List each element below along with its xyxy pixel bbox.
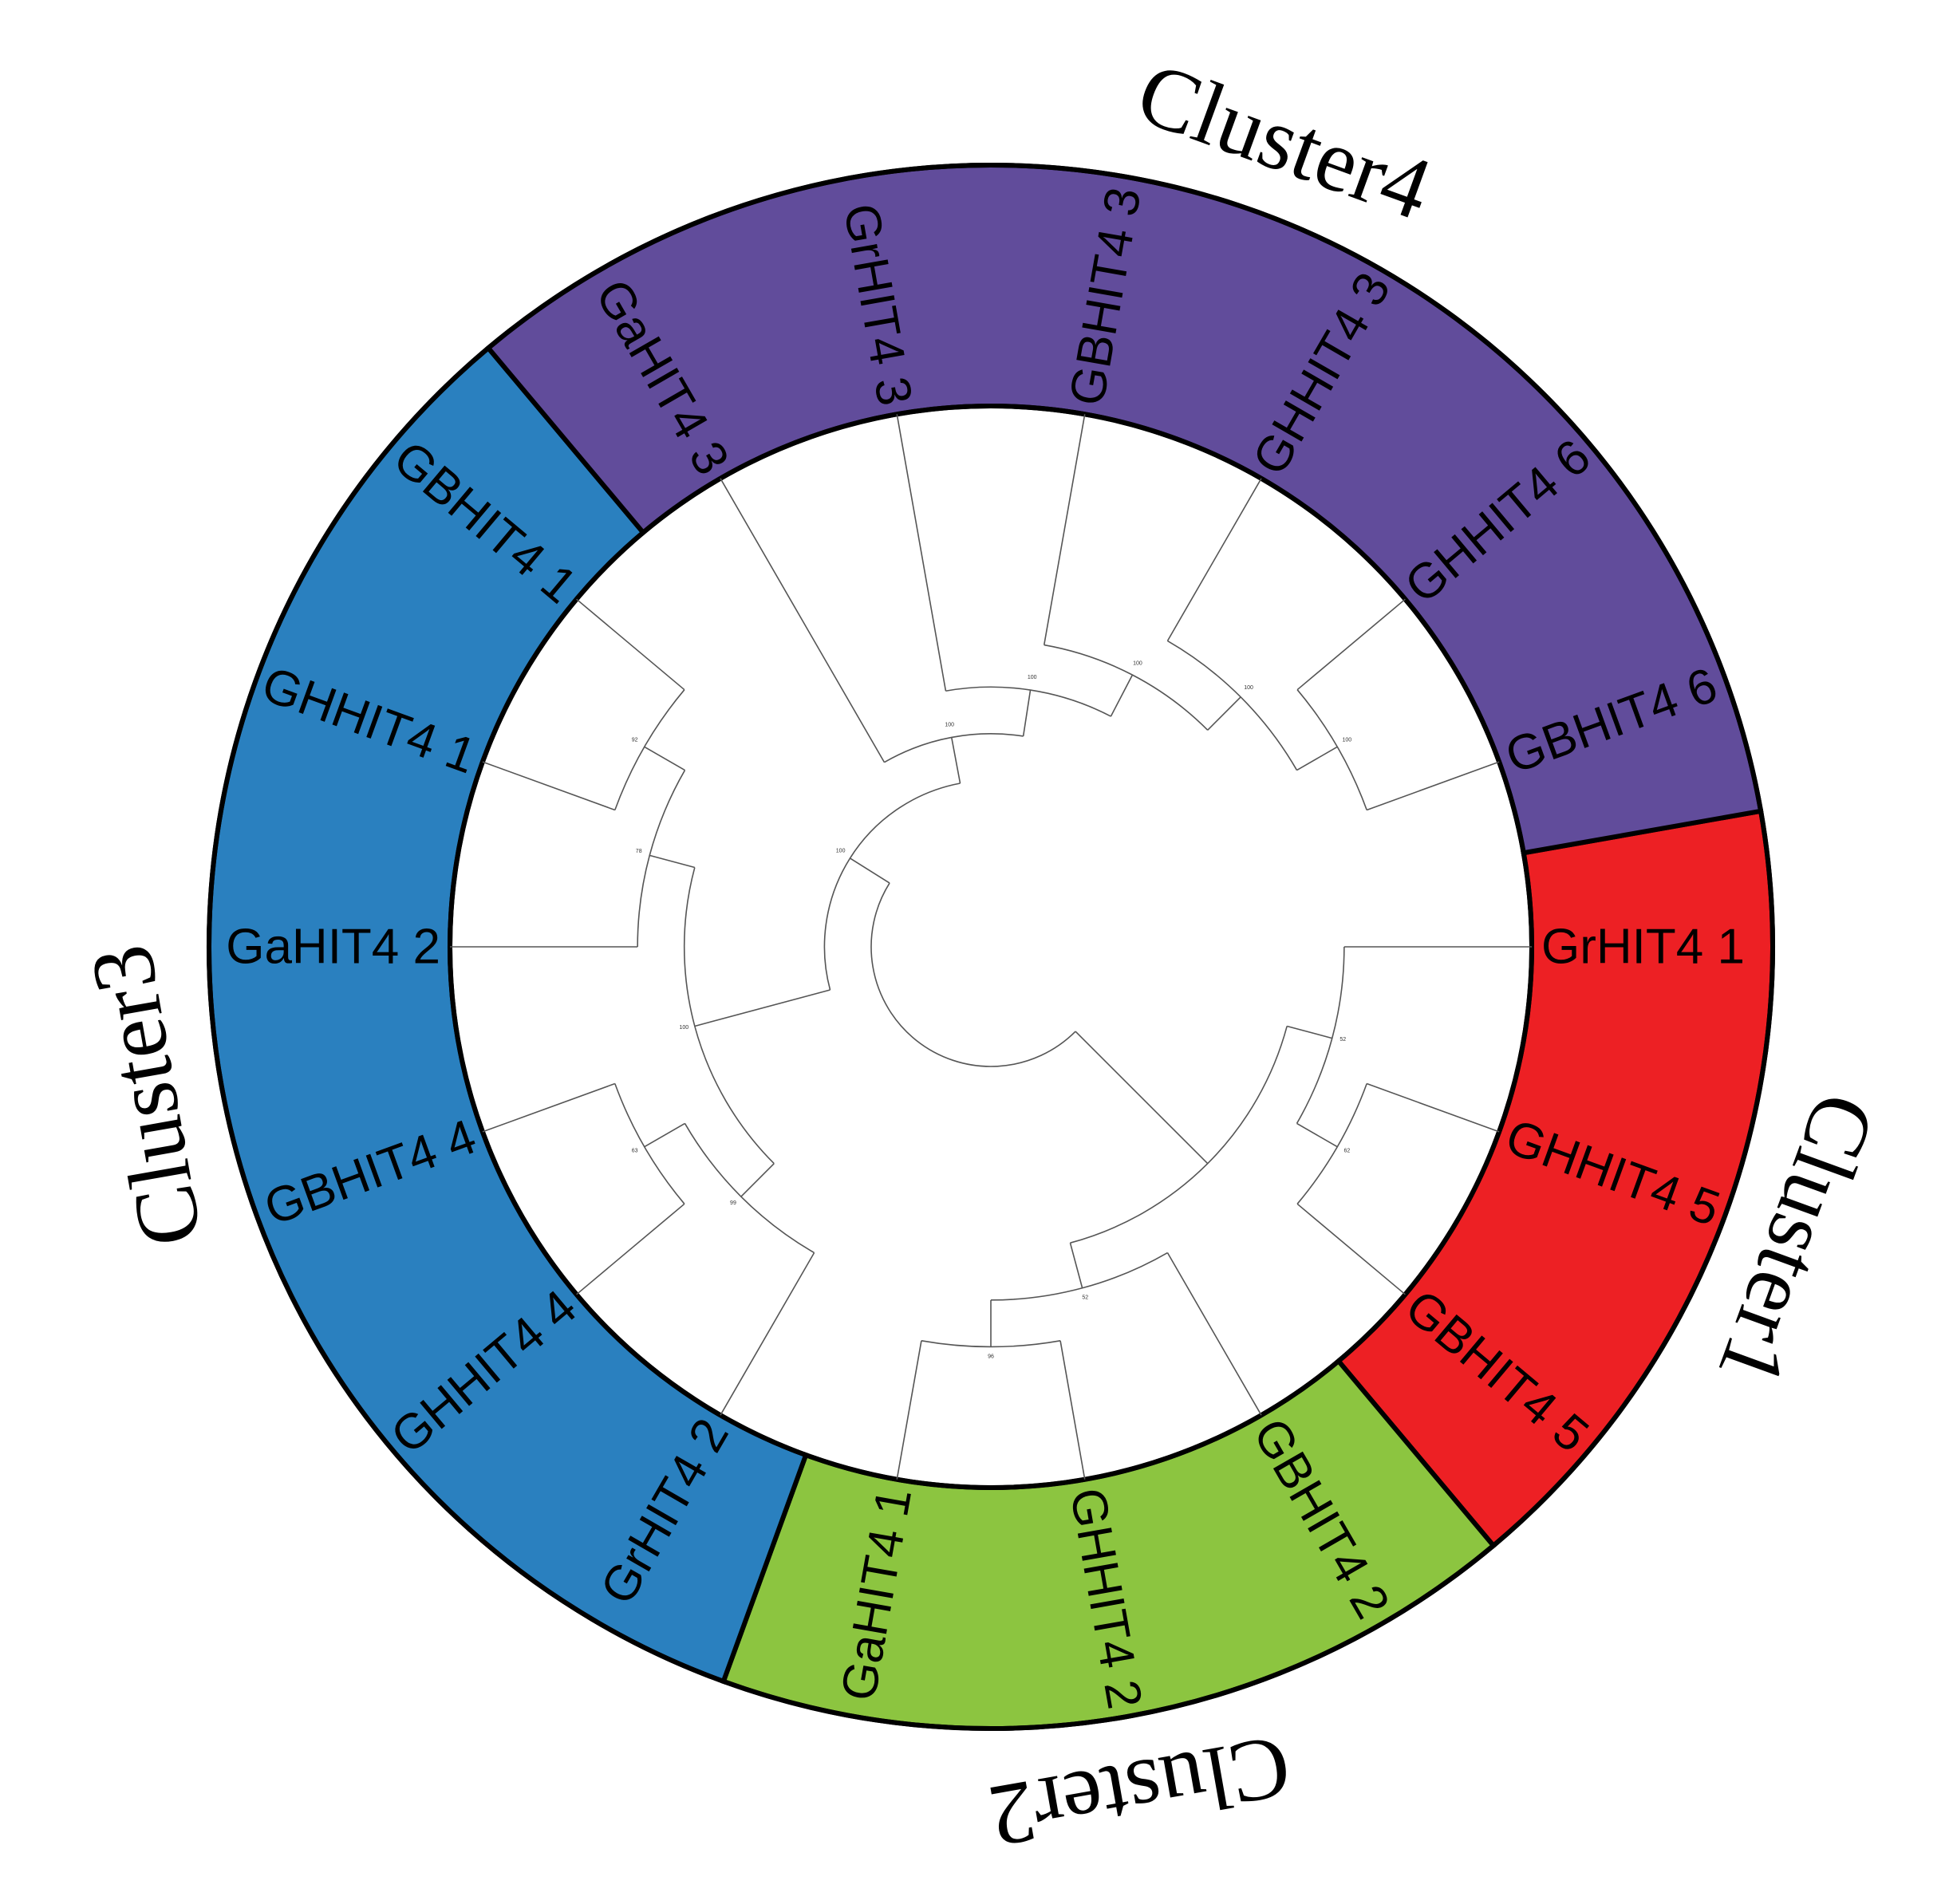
arc-n-c2b: [921, 1340, 1061, 1348]
branch-gahit4-1: [896, 1340, 922, 1480]
branch-gbhit4-3: [1043, 414, 1086, 645]
bootstrap-n-c4: 100: [945, 723, 954, 728]
arc-n-c3b2: [614, 689, 685, 810]
bootstrap-n-c4c: 100: [1244, 685, 1253, 691]
arc-n-c4b: [1044, 644, 1209, 731]
outer-ring-edge: [207, 163, 1775, 1731]
bootstrap-n-c1b: 62: [1343, 1149, 1350, 1154]
bootstrap-n-c4b: 100: [1133, 661, 1142, 667]
branch-gbhit4-2: [1166, 1252, 1262, 1416]
branch-n-c12: [1075, 1031, 1209, 1165]
bootstrap-n-c3a2: 63: [632, 1149, 638, 1154]
branch-ghhit4-1: [482, 761, 616, 811]
arc-n-c4c: [1167, 640, 1298, 771]
bootstrap-n-c2: 52: [1082, 1295, 1088, 1300]
cluster-label-c2: Cluster2: [982, 1717, 1297, 1867]
branch-gbhit4-4: [482, 1082, 616, 1133]
branch-ghhit4-6: [1296, 598, 1406, 691]
arc-n-c34: [823, 782, 961, 991]
bootstrap-n-c2b: 96: [988, 1354, 994, 1359]
bootstrap-n-c3a: 99: [730, 1200, 736, 1206]
branch-grhit4-3: [896, 414, 947, 692]
branch-n-c3a: [740, 1163, 775, 1197]
arc-n-c4a: [945, 686, 1111, 717]
arc-root: [870, 882, 1076, 1067]
branch-n-c1: [1286, 1025, 1332, 1039]
bootstrap-n-c3b: 78: [636, 849, 642, 854]
arc-n-c4d: [1296, 689, 1367, 810]
branch-n-c34: [850, 857, 890, 884]
cluster-label-c3: Cluster3: [71, 938, 221, 1253]
branch-gbhit4-1: [576, 598, 685, 691]
bootstrap-n-c34: 100: [836, 848, 846, 853]
branch-n-c4: [950, 737, 961, 784]
branch-n-c3a2: [644, 1122, 685, 1148]
branch-grhit4-2: [720, 1252, 815, 1416]
tree-branches: 52 62 52 96 100 100 99 63 78 92 100 100 100 100 100: [450, 414, 1532, 1480]
branch-ghhit4-2: [1059, 1340, 1086, 1480]
branch-n-c4d: [1296, 746, 1338, 771]
branch-ghhit4-5: [1366, 1082, 1500, 1133]
arc-n-c1b: [1296, 1083, 1367, 1204]
branch-gahit4-3: [720, 478, 886, 763]
arc-n-c3a2: [614, 1083, 685, 1204]
branch-n-c2: [1069, 1242, 1083, 1288]
arc-n-c3: [683, 867, 775, 1165]
bootstrap-n-c1: 52: [1339, 1037, 1346, 1043]
branch-gbhit4-5: [1296, 1203, 1406, 1295]
bootstrap-n-c4a: 100: [1028, 675, 1037, 680]
branch-gbhit4-6: [1366, 761, 1500, 811]
bootstrap-n-c4d: 100: [1343, 737, 1352, 743]
cluster-ring: [207, 163, 1775, 1731]
arc-n-c3b: [637, 770, 686, 948]
leaf-label-gahit4-2: GaHIT4 2: [226, 920, 440, 975]
arc-n-c4: [884, 733, 1024, 763]
branch-n-c4b: [1110, 674, 1134, 717]
arc-n-c2: [990, 1252, 1168, 1301]
bootstrap-n-c3b2: 92: [632, 737, 638, 743]
branch-ghhit4-4: [576, 1203, 685, 1295]
branch-ghhit4-3: [1166, 478, 1262, 641]
branch-n-c4c: [1207, 696, 1241, 731]
arc-n-c12: [1070, 1026, 1288, 1244]
branch-n-c3b2: [644, 746, 685, 771]
leaf-label-grhit4-1: GrHIT4 1: [1541, 920, 1745, 975]
branch-n-c4a: [1022, 689, 1032, 737]
branch-n-c3: [694, 989, 831, 1027]
branch-n-c3b: [649, 854, 696, 869]
branch-n-c1b: [1296, 1122, 1338, 1148]
arc-n-c3a: [684, 1123, 815, 1254]
arc-n-c1: [1296, 946, 1345, 1124]
bootstrap-n-c3: 100: [679, 1025, 688, 1031]
